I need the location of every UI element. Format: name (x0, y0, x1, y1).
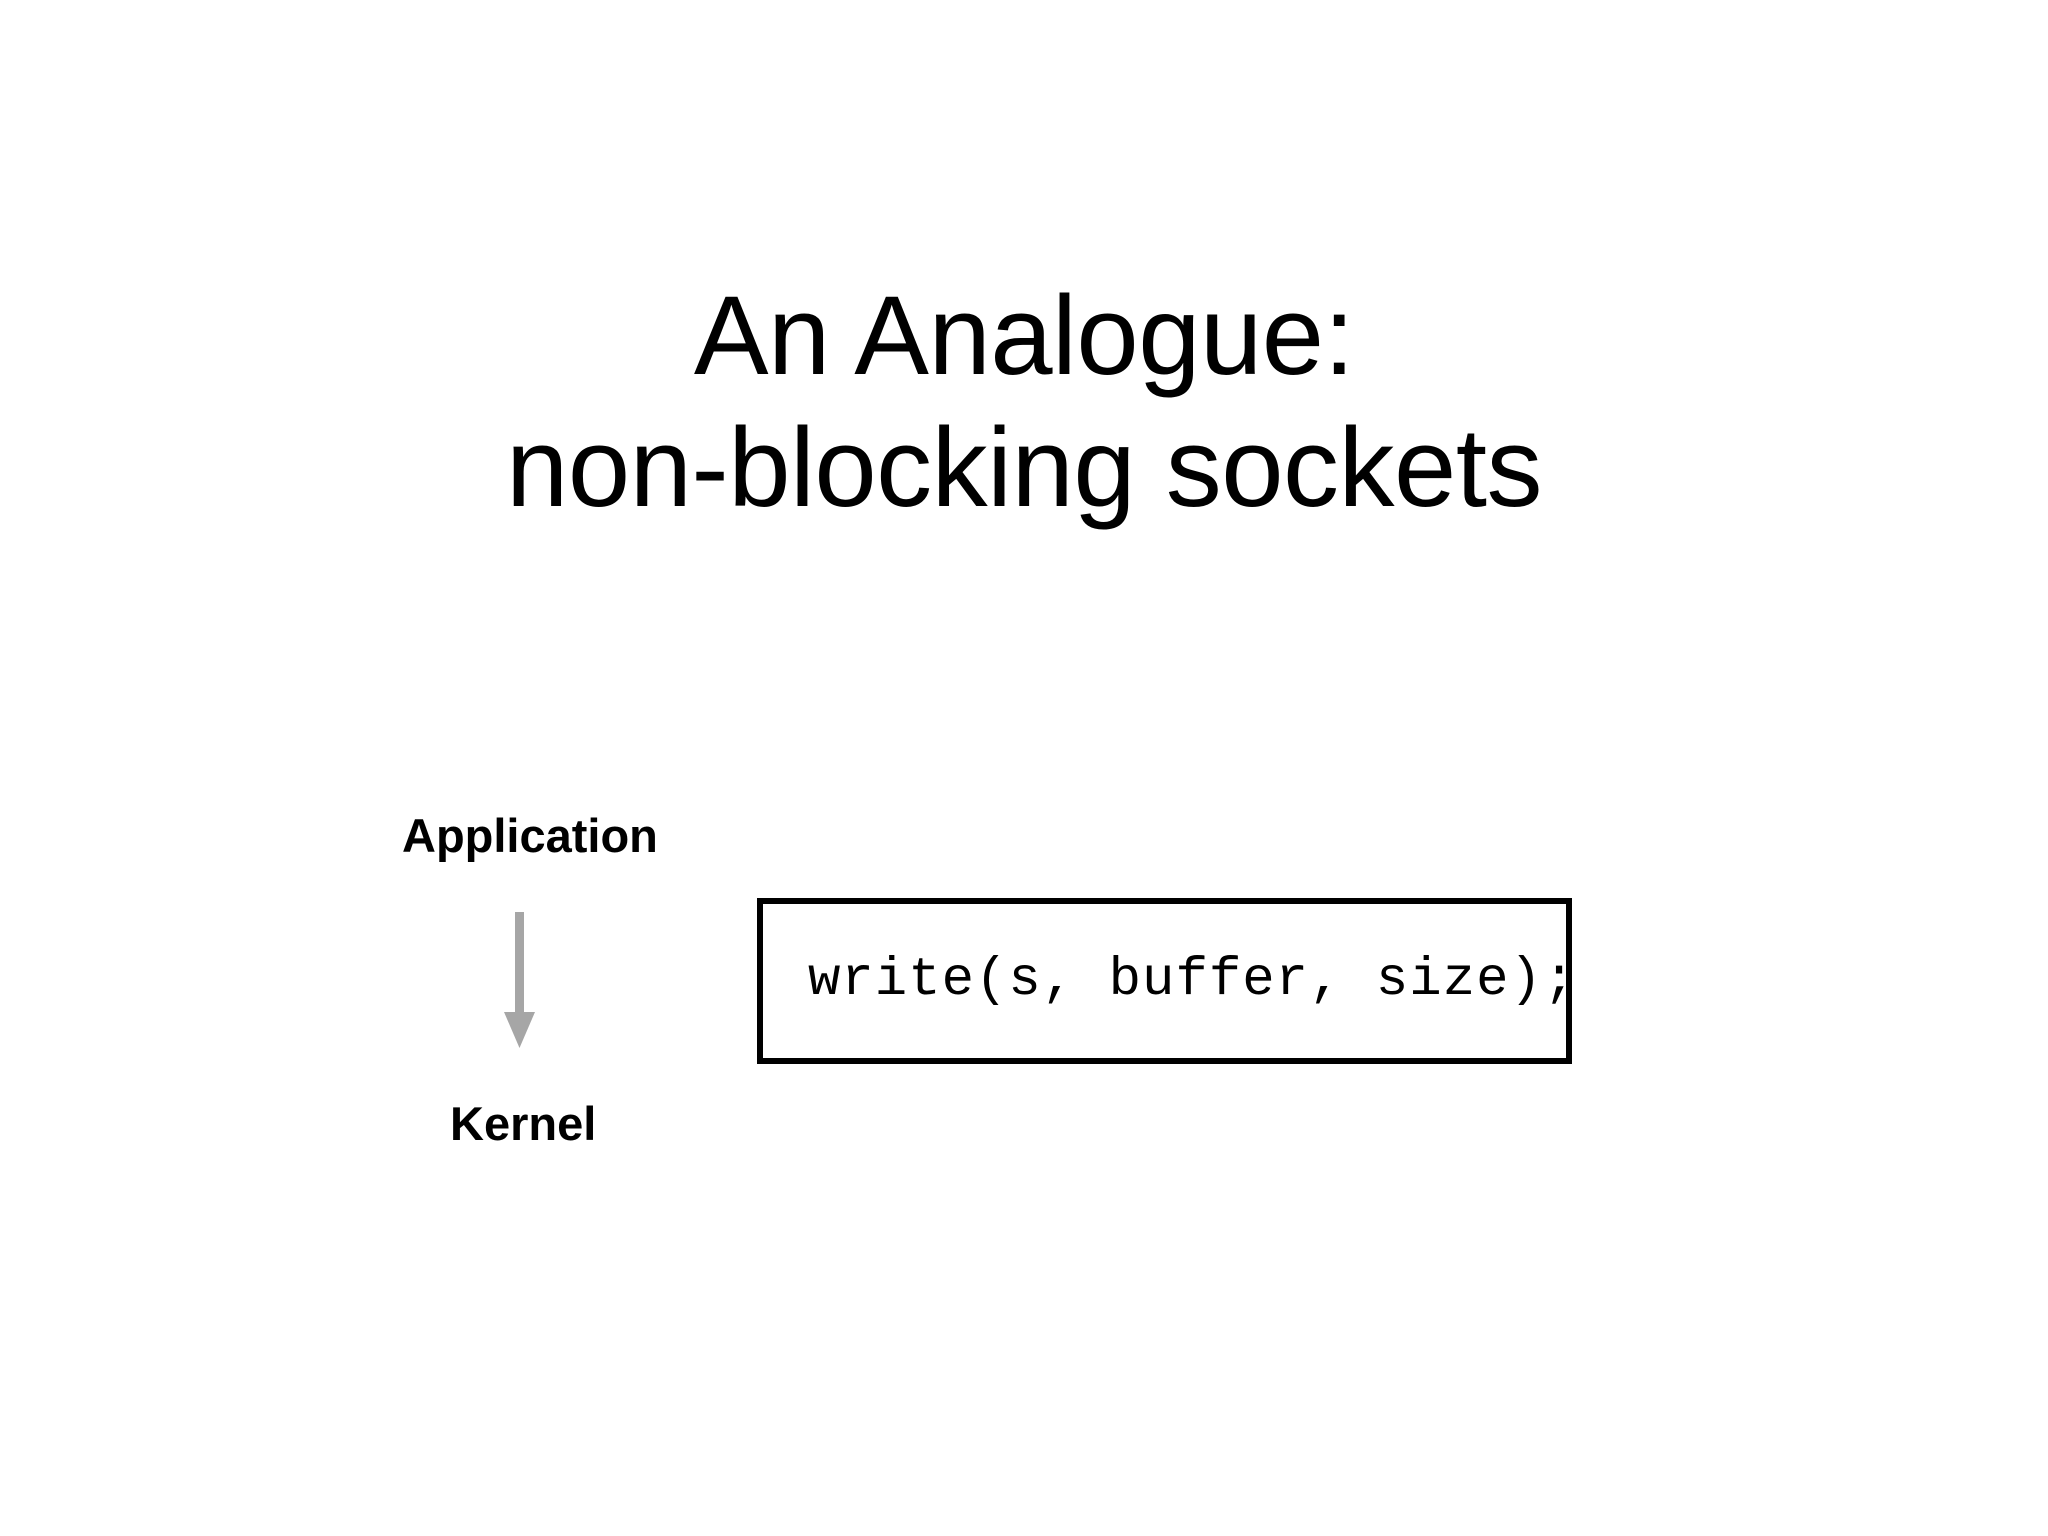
down-arrow-svg (504, 912, 535, 1048)
application-layer-label: Application (402, 809, 658, 862)
down-arrow-icon (489, 912, 551, 1054)
code-snippet-text: write(s, buffer, size); (808, 950, 1577, 1011)
kernel-layer-label: Kernel (450, 1097, 597, 1150)
page-title: An Analogue: non-blocking sockets (506, 273, 1542, 531)
code-box: write(s, buffer, size); (757, 898, 1575, 1064)
